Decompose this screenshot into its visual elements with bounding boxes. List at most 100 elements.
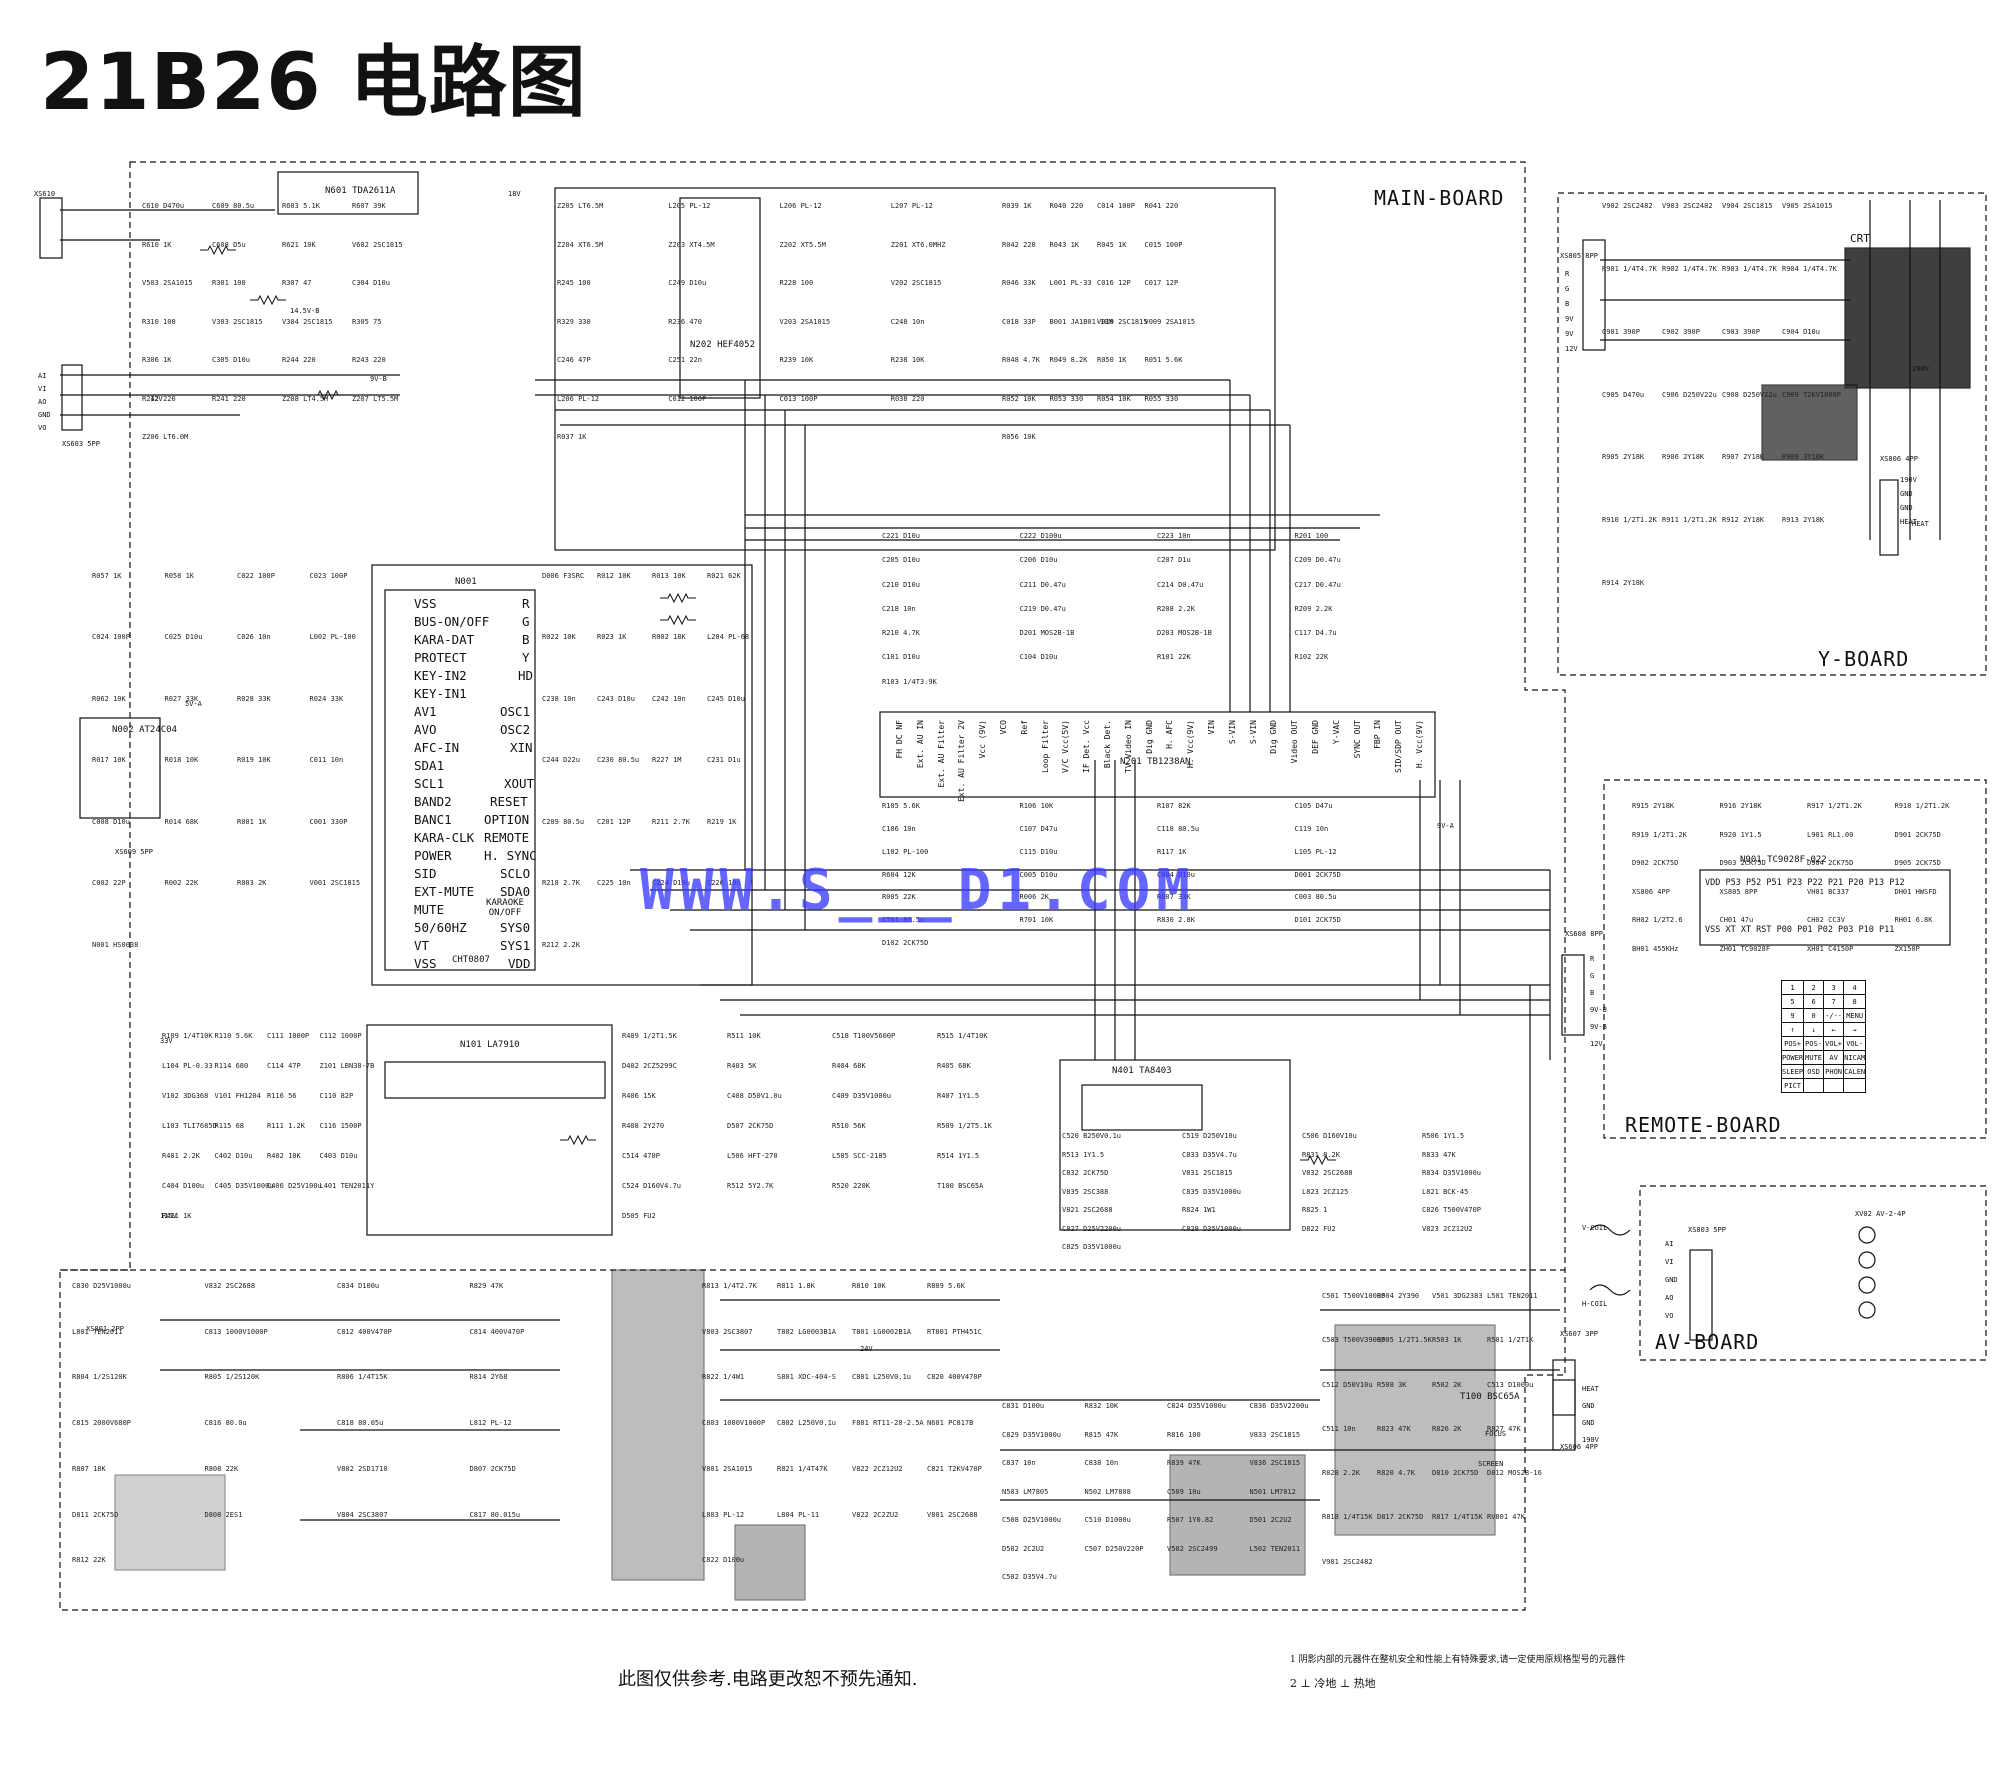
cpu-pin-osc2: OSC2 xyxy=(500,722,531,737)
component-label: C002 22P xyxy=(92,879,126,888)
cpu-pin-power: POWER xyxy=(414,848,452,863)
component-label: V831 2SC1815 xyxy=(1182,1169,1233,1178)
component-label: Z201 XT6.0MHZ xyxy=(890,240,946,249)
component-label: L506 HFT-270 xyxy=(727,1152,778,1160)
av-in-pin: VI xyxy=(38,385,47,393)
component-label: V802 2SD1710 xyxy=(337,1464,388,1473)
component-label: D507 2CK75D xyxy=(727,1122,774,1130)
component-label: R017 10K xyxy=(92,756,126,765)
component-label: C524 D160V4.7u xyxy=(622,1182,682,1190)
component-label: R243 220 xyxy=(352,356,386,365)
component-label: R411 1K xyxy=(162,1212,192,1220)
component-label: R826 2K xyxy=(1432,1424,1462,1433)
component-label: R912 2Y18K xyxy=(1722,516,1765,525)
component-label: R116 56 xyxy=(267,1092,297,1100)
component-label: C822 D100u xyxy=(702,1556,745,1565)
component-label: R502 2K xyxy=(1432,1380,1462,1389)
component-label: R001 1K xyxy=(237,817,267,826)
component-label: R208 2.2K xyxy=(1157,604,1195,613)
component-label: C106 10n xyxy=(882,824,916,833)
component-label: D006 F3SRC xyxy=(542,572,585,580)
component-label: RH02 1/2T2.6 xyxy=(1632,916,1683,925)
component-label: C905 D470u xyxy=(1602,390,1645,399)
component-label: C831 D100u xyxy=(1002,1402,1045,1410)
component-label: C815 2000V680P xyxy=(72,1419,132,1428)
component-label: D101 2CK75D xyxy=(1294,916,1341,925)
component-label: R513 1Y1.5 xyxy=(1062,1150,1105,1159)
component-label: R052 10K xyxy=(1002,394,1036,403)
component-label: R829 47K xyxy=(469,1282,504,1290)
tb1238-pin: FH DC NF xyxy=(895,720,904,759)
tb1238-pin: TV Video IN xyxy=(1123,720,1133,773)
component-label: R804 1/2S120K xyxy=(72,1373,127,1382)
component-label: R236 470 xyxy=(668,317,702,326)
component-label: C513 D1000u xyxy=(1487,1380,1534,1389)
tb1238-pin: SID/SDP OUT xyxy=(1394,720,1404,773)
cpu-pin-vss-top: VSS xyxy=(414,596,437,611)
y-pin: 190V xyxy=(1900,476,1917,484)
keypad-key: OSD xyxy=(1803,1064,1825,1079)
component-label: C836 D35V2200u xyxy=(1249,1402,1309,1410)
component-label: R058 1K xyxy=(164,572,195,580)
component-label: Z208 LT4.5M xyxy=(282,394,329,403)
component-label: L821 BCK-45 xyxy=(1422,1187,1469,1196)
component-label: R501 1/2T1K xyxy=(1487,1336,1534,1345)
component-label: R210 4.7K xyxy=(882,629,920,638)
component-label: V905 2SA1015 xyxy=(1782,202,1833,210)
component-label: T100 BSC65A xyxy=(937,1182,984,1190)
component-label: V202 2SC1815 xyxy=(890,279,942,288)
keypad-key: 6 xyxy=(1803,994,1825,1009)
main-right-pin: 9V-B xyxy=(1590,1023,1607,1031)
keypad-key: POWER xyxy=(1780,1050,1805,1065)
component-label: R607 39K xyxy=(352,202,386,210)
n901-top-pins: VDD P53 P52 P51 P23 P22 P21 P20 P13 P12 xyxy=(1705,878,1905,888)
component-label: C008 D10u xyxy=(92,817,130,826)
component-label: R055 330 xyxy=(1144,394,1179,403)
component-label: C244 D22u xyxy=(542,756,580,765)
component-label: R905 2Y18K xyxy=(1602,453,1645,462)
y-left-pin: 9V xyxy=(1565,330,1574,338)
component-label: V303 2SC1815 xyxy=(212,317,263,326)
component-label: R102 22K xyxy=(1294,653,1329,662)
keypad-key: 7 xyxy=(1823,994,1845,1009)
component-label: N502 LM7808 xyxy=(1084,1487,1131,1496)
component-label: C005 D10u xyxy=(1019,870,1058,879)
component-label: R817 1/4T15K xyxy=(1432,1513,1483,1522)
component-label: R807 18K xyxy=(72,1464,106,1473)
component-label: C512 D50V10u xyxy=(1322,1380,1373,1389)
component-label: L803 PL-12 xyxy=(702,1510,745,1519)
component-label: R818 1/4T15K xyxy=(1322,1513,1373,1522)
component-label: D905 2CK75D xyxy=(1894,859,1941,868)
component-label: R239 10K xyxy=(779,356,814,365)
cpu-pin-sid: SID xyxy=(414,866,437,881)
component-label: R005 22K xyxy=(882,893,916,902)
component-label: D812 MOS2B-16 xyxy=(1487,1469,1542,1478)
av-board-pin: VI xyxy=(1665,1258,1674,1266)
component-label: R404 68K xyxy=(832,1062,866,1070)
component-label: R039 1K xyxy=(1002,202,1032,210)
component-label: C214 D0.47u xyxy=(1157,580,1204,589)
t100-label: T100 BSC65A xyxy=(1460,1392,1520,1402)
rail-label: SCREEN xyxy=(1478,1460,1504,1468)
component-label: R910 1/2T1.2K xyxy=(1602,516,1657,525)
av-in-pin: AO xyxy=(38,398,47,406)
component-label: R504 2Y390 xyxy=(1377,1292,1420,1300)
component-label: R106 10K xyxy=(1019,802,1054,810)
component-label: CH01 47u xyxy=(1719,916,1754,925)
keypad-key: VOL+ xyxy=(1823,1036,1845,1051)
cpu-pin-sda1: SDA1 xyxy=(414,758,445,773)
component-label: L104 PL-0.33 xyxy=(162,1062,213,1070)
component-label: C501 T500V1000P xyxy=(1322,1292,1386,1300)
component-label: N001 HS0038 xyxy=(92,940,139,949)
component-label: R915 2Y18K xyxy=(1632,802,1675,810)
component-label: R832 10K xyxy=(1084,1402,1119,1410)
component-label: R201 100 xyxy=(1294,532,1329,540)
keypad-key: POS+ xyxy=(1780,1036,1805,1051)
component-label: R820 4.7K xyxy=(1377,1469,1415,1478)
component-label: R050 1K xyxy=(1097,356,1127,365)
component-label: C018 33P xyxy=(1002,317,1036,326)
component-label: R211 2.7K xyxy=(652,817,690,826)
component-label: C902 390P xyxy=(1662,327,1700,336)
component-label: R403 5K xyxy=(727,1062,757,1070)
